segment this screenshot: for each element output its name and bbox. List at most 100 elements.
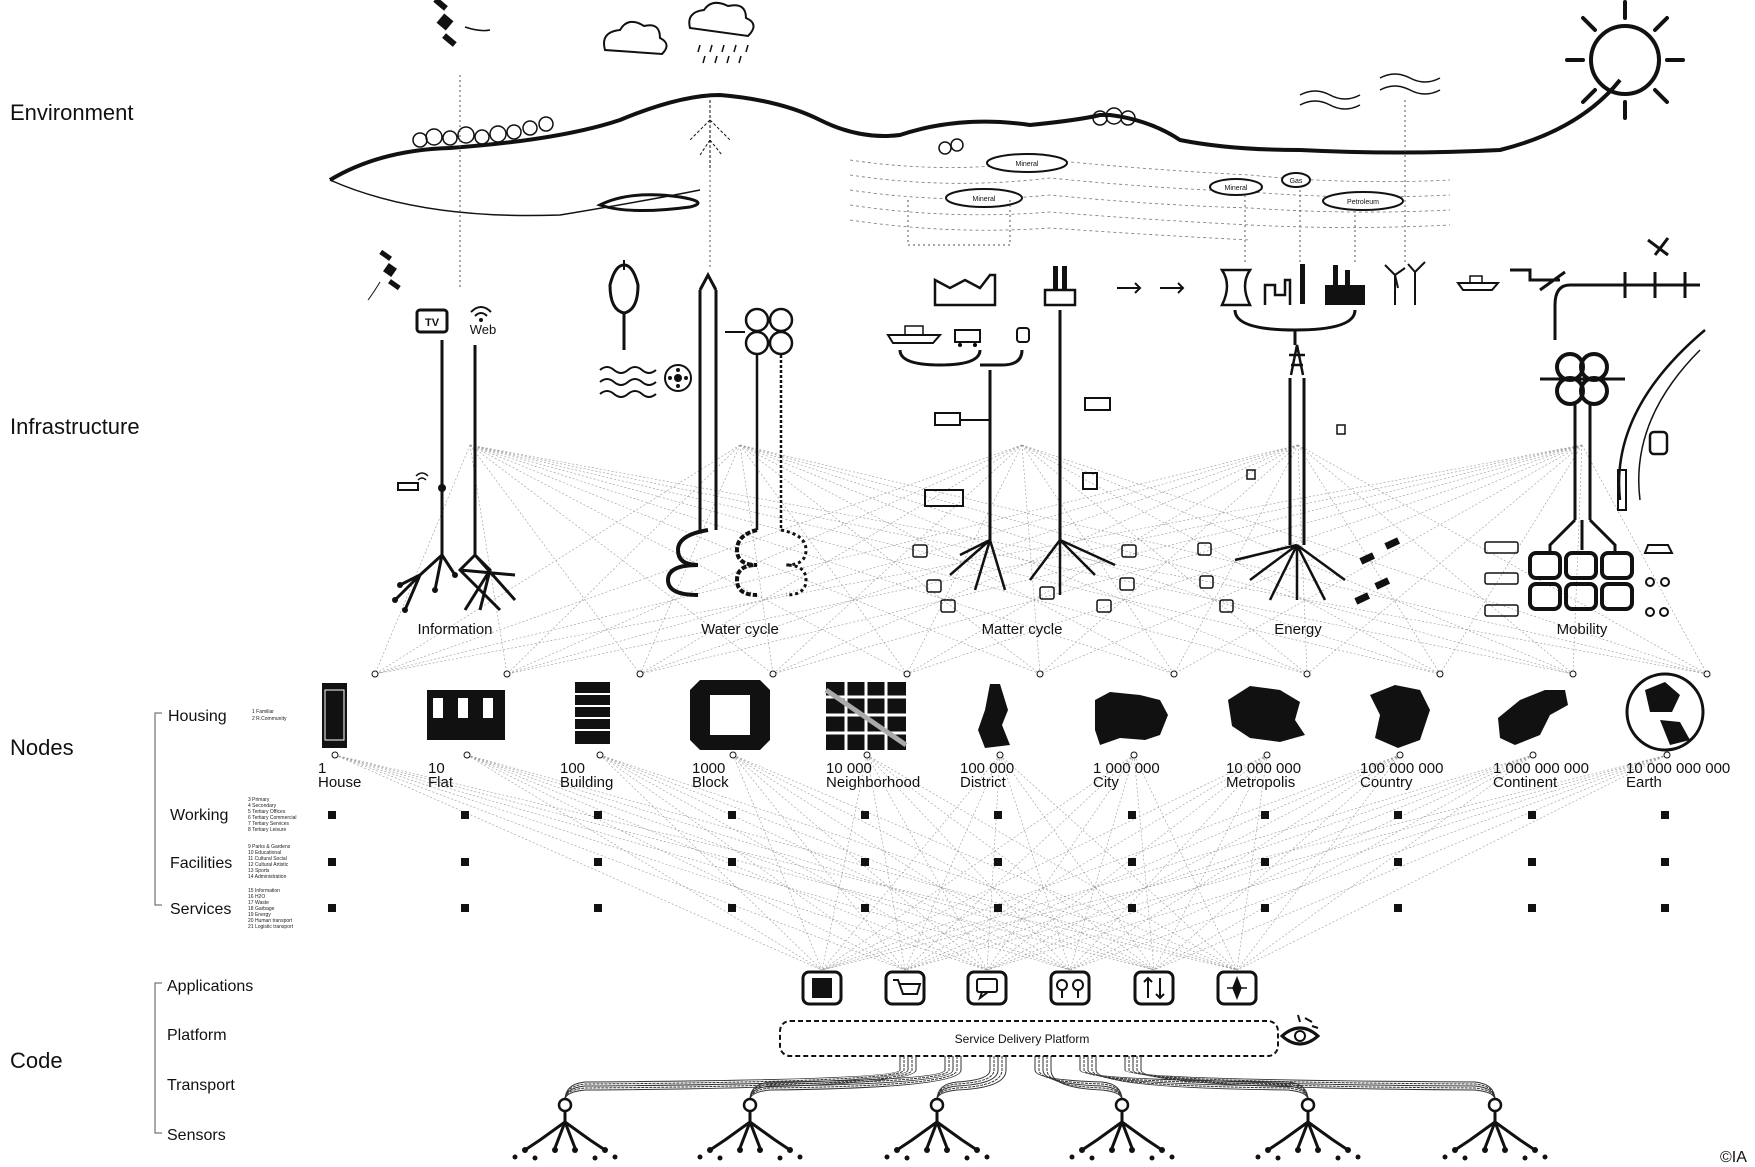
deposit-label: Mineral — [1225, 185, 1248, 192]
category-label: Services — [170, 901, 231, 918]
transport-cable — [1091, 1056, 1309, 1101]
scale-name: House — [318, 774, 361, 791]
scale-number: 1 — [318, 760, 326, 777]
mesh-line — [469, 444, 1708, 675]
wifi-icon: Web — [470, 306, 496, 337]
transport-cable — [1095, 1056, 1309, 1101]
node-dot — [1261, 904, 1269, 912]
system-label-water-cycle: Water cycle — [701, 621, 779, 638]
waves-icon — [599, 366, 657, 398]
code-level-applications: Applications — [167, 978, 253, 995]
node-connector — [1170, 670, 1178, 678]
transport-cable — [936, 1056, 1003, 1101]
mesh-line — [1306, 444, 1583, 675]
node-connector — [1436, 670, 1444, 678]
node-dot — [1128, 858, 1136, 866]
transport-cable — [1083, 1056, 1309, 1101]
transport-cable — [749, 1056, 962, 1101]
environment-layer: Mineral Mineral Mineral Gas Petroleum — [328, 0, 1685, 290]
node-category-housing: Housing 1 Familiar 2 R.Community — [168, 708, 287, 725]
mesh-line — [739, 444, 1574, 675]
tv-label: TV — [425, 317, 440, 329]
mesh-line — [506, 444, 741, 675]
arrow-icon — [1117, 282, 1185, 294]
node-dot — [1128, 904, 1136, 912]
scale-name: Earth — [1626, 774, 1662, 791]
scale-name: Continent — [1493, 774, 1558, 791]
chat-icon[interactable] — [966, 970, 1008, 1006]
category-label: Working — [170, 807, 228, 824]
refinery-icon — [1325, 265, 1365, 305]
mesh-line — [469, 444, 1308, 675]
mesh-line — [999, 754, 1155, 971]
category-item: 5 Tertiary Offices — [248, 809, 286, 815]
layer-label-infrastructure: Infrastructure — [10, 414, 140, 439]
scale-continent-icon — [1498, 690, 1568, 745]
category-label: Housing — [168, 708, 227, 725]
node-dot — [1394, 904, 1402, 912]
scale-building-icon — [575, 682, 610, 744]
mesh-line — [732, 754, 906, 971]
category-item: 21 Logistic transport — [248, 924, 294, 930]
node-connector — [1303, 670, 1311, 678]
node-connector — [596, 751, 604, 759]
deposit-label: Gas — [1290, 178, 1303, 185]
transport-cable — [936, 1056, 999, 1101]
service-delivery-platform[interactable]: Service Delivery Platform — [779, 1020, 1279, 1057]
scale-number: 10 000 — [826, 760, 872, 777]
wind-turbine-icon — [1384, 261, 1426, 305]
mesh-line — [906, 444, 1023, 675]
node-connector — [371, 670, 379, 678]
mesh-line — [599, 754, 988, 971]
scale-number: 1 000 000 — [1093, 760, 1160, 777]
node-connector — [331, 751, 339, 759]
mesh-line — [1581, 444, 1708, 675]
node-category-facilities: Facilities 9 Parks & Gardens 10 Educatio… — [170, 844, 291, 880]
filter-icon — [664, 364, 692, 392]
transport-cable — [564, 1056, 905, 1101]
wind-icon — [1299, 73, 1441, 110]
layer-label-code: Code — [10, 1048, 63, 1073]
mesh-line — [1153, 754, 1268, 971]
ship-icon — [1456, 275, 1501, 291]
mesh-line — [821, 754, 1135, 971]
transport-cable — [1046, 1056, 1123, 1101]
mesh-line — [1069, 754, 1135, 971]
node-dot — [1261, 858, 1269, 866]
category-item: 14 Administration — [248, 874, 287, 880]
mesh-line — [506, 444, 1023, 675]
node-connector — [1036, 670, 1044, 678]
node-dot — [594, 858, 602, 866]
mesh-line — [469, 444, 1574, 675]
node-connector — [1663, 751, 1671, 759]
mesh-line — [739, 444, 1308, 675]
cart-icon[interactable] — [884, 970, 926, 1006]
bus-icon — [1484, 541, 1519, 617]
mesh-line — [1297, 444, 1441, 675]
housing-app-icon[interactable] — [801, 970, 843, 1006]
trees-icon[interactable] — [1049, 970, 1091, 1006]
node-dot — [1261, 811, 1269, 819]
scale-city-icon — [1095, 692, 1168, 745]
motorcycle-icon — [1645, 577, 1670, 587]
transport-cable — [749, 1056, 950, 1101]
mesh-line — [1021, 444, 1175, 675]
category-item: 12 Cultural Artistic — [248, 862, 289, 868]
mesh-line — [1297, 444, 1708, 675]
mesh-line — [466, 754, 823, 971]
mesh-line — [772, 444, 1583, 675]
arrows-icon[interactable] — [1133, 970, 1175, 1006]
compass-icon[interactable] — [1216, 970, 1258, 1006]
mesh-line — [821, 754, 1401, 971]
mesh-line — [334, 754, 906, 971]
mesh-line — [1133, 754, 1238, 971]
transport-cable — [936, 1056, 995, 1101]
port-icon — [1510, 268, 1566, 292]
matter-cycle-system: Matter cycle — [886, 266, 1137, 638]
mesh-line — [739, 444, 1708, 675]
infrastructure-layer: TV Web Information — [367, 237, 1708, 675]
node-connector — [636, 670, 644, 678]
mesh-line — [986, 754, 1135, 971]
grid-blocks — [1528, 551, 1634, 611]
battery-icon — [1246, 424, 1346, 480]
